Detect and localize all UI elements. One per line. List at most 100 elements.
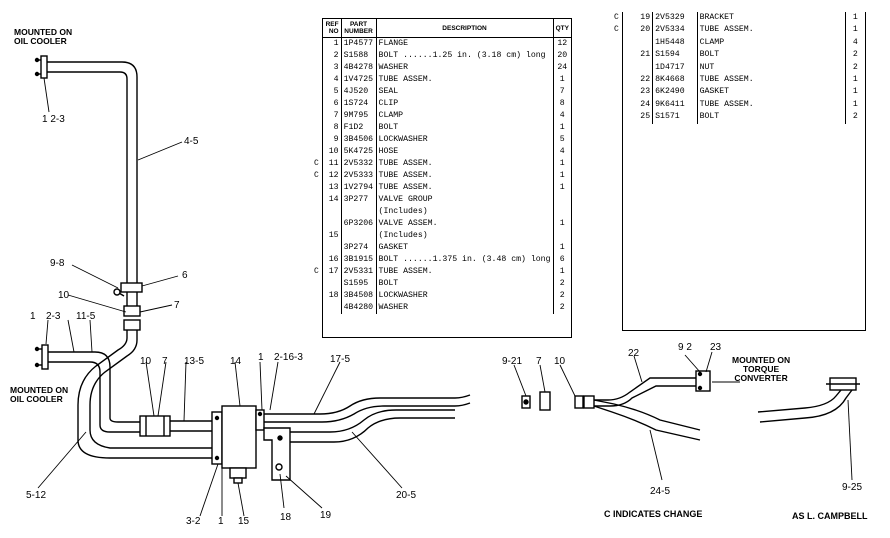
part-number-cell: 1V4725: [341, 74, 377, 86]
part-qty-cell: 6: [559, 255, 565, 264]
part-number-cell: 4B4278: [341, 62, 377, 74]
part-qty-cell: 4: [559, 147, 565, 156]
part-number-cell: 6P3206: [341, 218, 377, 230]
part-description-cell: WASHER: [376, 302, 554, 314]
part-description-cell: TUBE ASSEM.: [697, 24, 846, 37]
change-marker: C: [314, 159, 319, 168]
callout: 13-5: [184, 356, 205, 367]
part-number-cell: 3B4506: [341, 134, 377, 146]
callout: 3-2: [186, 516, 201, 527]
change-note: C INDICATES CHANGE: [604, 509, 703, 519]
part-number-cell: 9K6411: [652, 98, 698, 112]
callout: 6: [182, 270, 188, 281]
part-qty-cell: 1: [852, 13, 858, 22]
part-number-cell: 3B1915: [341, 254, 377, 266]
part-ref-cell: 22: [623, 74, 654, 87]
part-number-cell: 2V5331: [341, 266, 377, 278]
part-description-cell: VALVE GROUP: [376, 194, 554, 206]
part-qty-cell: 2: [852, 112, 858, 122]
part-qty-cell: [553, 230, 571, 242]
part-qty-cell: 1: [852, 99, 858, 109]
part-description-cell: HOSE: [376, 146, 554, 158]
fittings-middle: [521, 391, 595, 411]
part-description-cell: TUBE ASSEM.: [376, 158, 554, 170]
part-description-cell: TUBE ASSEM.: [376, 182, 554, 194]
part-qty-cell: 1: [559, 171, 565, 180]
part-number-cell: 1H5448: [652, 36, 698, 50]
part-ref-cell: 4: [323, 74, 342, 86]
table-row: 15 (Includes): [323, 230, 571, 242]
leader-lines: [37, 77, 853, 517]
part-qty-cell: [553, 206, 571, 218]
tube-assembly-torque-converter: [593, 377, 701, 441]
part-description-cell: VALVE ASSEM.: [376, 218, 554, 230]
part-number-cell: 3B4508: [341, 290, 377, 302]
part-number-cell: 6K2490: [652, 86, 698, 99]
note-mounted-oil-cooler-top: MOUNTED ON OIL COOLER: [14, 28, 72, 46]
change-marker: C: [314, 267, 319, 276]
part-ref-cell: 18: [323, 290, 342, 302]
torque-converter-flange: [695, 370, 711, 392]
part-description-cell: TUBE ASSEM.: [376, 74, 554, 86]
part-number-cell: 2V5329: [652, 12, 698, 25]
part-ref-cell: 16: [323, 254, 342, 266]
note-line: TORQUE: [742, 364, 780, 374]
part-description-cell: GASKET: [376, 242, 554, 254]
tube-assembly-left-cooler: [48, 351, 140, 433]
callout: 1: [258, 352, 264, 363]
part-number-cell: 2V5333: [341, 170, 377, 182]
callout: 22: [628, 348, 640, 359]
part-ref-cell: 9: [323, 134, 342, 146]
tube-assembly-top: [47, 61, 138, 312]
part-ref-cell: 21: [623, 49, 654, 62]
part-number-cell: 3P277: [341, 194, 377, 206]
part-ref-cell: 8: [323, 122, 342, 134]
part-ref-cell: 15: [323, 230, 342, 242]
part-qty-cell: 12: [557, 39, 568, 48]
part-number-cell: 2V5332: [341, 158, 377, 170]
change-marker: C: [314, 171, 319, 180]
note-line: MOUNTED ON: [10, 385, 69, 395]
part-ref-cell: [623, 36, 654, 50]
callout: 7: [162, 356, 168, 367]
callout: 17-5: [330, 354, 351, 365]
part-ref-cell: [323, 218, 342, 230]
part-description-cell: TUBE ASSEM.: [376, 266, 554, 278]
part-description-cell: SEAL: [376, 86, 554, 98]
part-qty-cell: 1: [559, 267, 565, 276]
part-number-cell: 4J520: [341, 86, 377, 98]
hose-and-clamps-left: [139, 415, 212, 437]
part-number-cell: 1D4717: [652, 61, 698, 75]
change-marker: C: [614, 13, 619, 22]
part-description-cell: BOLT: [376, 278, 554, 290]
part-number-cell: 4B4280: [341, 302, 377, 314]
part-number-cell: F1D2: [341, 122, 377, 134]
part-qty-cell: 1: [559, 219, 565, 228]
right-end-tube: [757, 377, 860, 423]
table-header-row: REF NO PART NUMBER DESCRIPTION QTY: [323, 19, 571, 38]
part-qty-cell: 7: [559, 87, 565, 96]
part-description-cell: LOCKWASHER: [376, 290, 554, 302]
part-ref-cell: 1: [323, 37, 342, 50]
callout: 10: [140, 356, 152, 367]
callout: 24-5: [650, 486, 671, 497]
